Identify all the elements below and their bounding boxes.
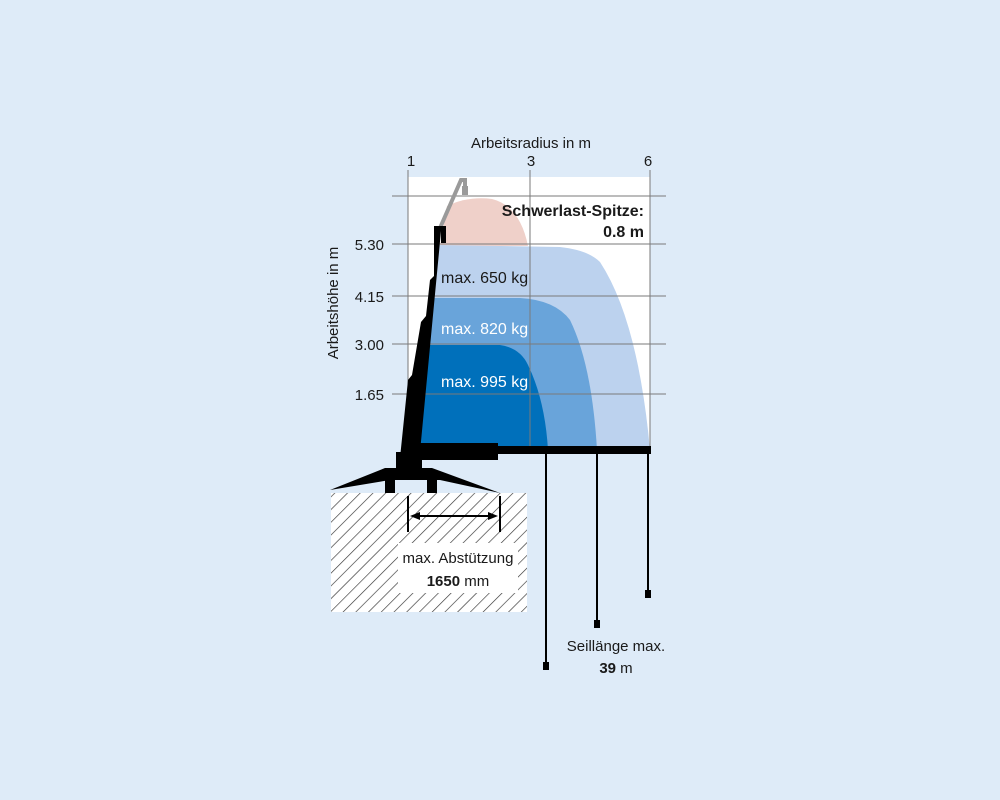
crane-boom-icon	[330, 226, 651, 493]
rope-label: Seillänge max.	[567, 638, 665, 655]
rope-value-line: 39 m	[599, 660, 632, 677]
y-tick: 5.30	[355, 237, 384, 254]
x-tick: 3	[527, 153, 535, 170]
zone-label-995: max. 995 kg	[441, 374, 528, 391]
rope-unit: m	[620, 660, 633, 677]
dimension-arrow-icon	[407, 496, 501, 532]
x-tick: 1	[407, 153, 415, 170]
zone-label-650: max. 650 kg	[441, 270, 528, 287]
outrigger-label: max. Abstützung	[403, 550, 514, 567]
tip-title: Schwerlast-Spitze:	[502, 203, 644, 220]
rope-value: 39	[599, 660, 616, 677]
x-tick: 6	[644, 153, 652, 170]
rope-lines	[543, 454, 651, 670]
crane-jib-icon	[438, 178, 468, 229]
outrigger-label-box	[398, 543, 518, 593]
zone-label-820: max. 820 kg	[441, 321, 528, 338]
outrigger-value-line: 1650 mm	[427, 573, 490, 590]
outrigger-unit: mm	[464, 573, 489, 590]
outrigger-value: 1650	[427, 573, 460, 590]
y-tick: 1.65	[355, 387, 384, 404]
x-axis-title: Arbeitsradius in m	[471, 135, 591, 152]
zone-tip	[440, 198, 528, 246]
y-tick: 4.15	[355, 289, 384, 306]
y-axis-title: Arbeitshöhe in m	[325, 247, 342, 360]
tip-value: 0.8 m	[603, 224, 644, 241]
y-tick: 3.00	[355, 337, 384, 354]
zone-995	[418, 345, 548, 450]
